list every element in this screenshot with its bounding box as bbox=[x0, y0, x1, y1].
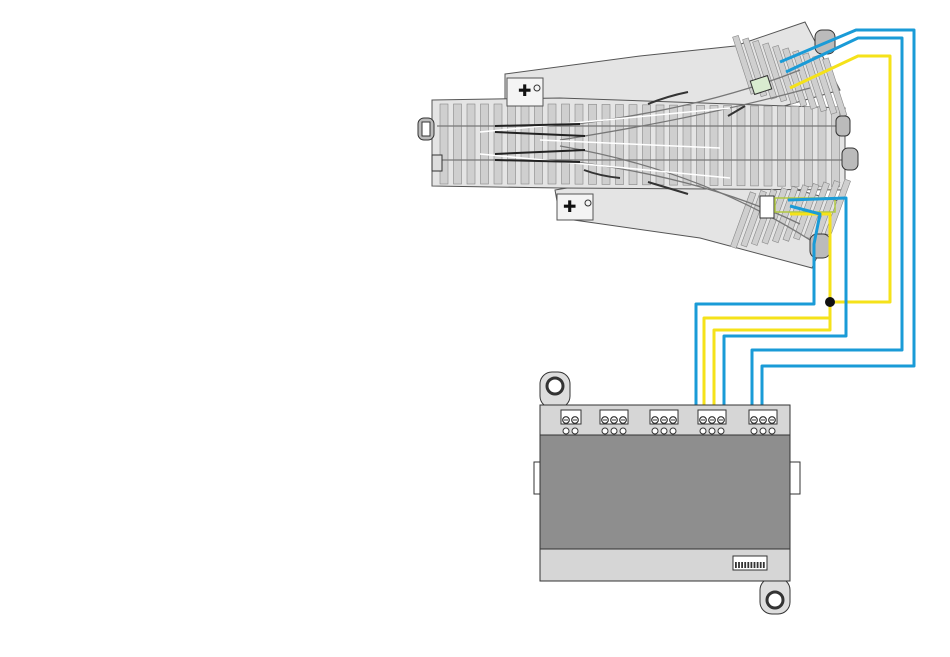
manual-lever-upper: ✚ bbox=[507, 78, 543, 106]
junction-node bbox=[825, 297, 835, 307]
terminal-hole bbox=[652, 428, 658, 434]
terminal-hole bbox=[769, 428, 775, 434]
sleeper bbox=[805, 106, 813, 186]
sleeper bbox=[535, 104, 543, 184]
mount-tab-bottom bbox=[760, 578, 790, 614]
terminal-hole bbox=[760, 428, 766, 434]
dip-switch-slot bbox=[735, 562, 737, 568]
sleeper bbox=[562, 104, 570, 184]
dip-switch bbox=[733, 556, 767, 570]
sleeper bbox=[481, 104, 489, 184]
sleeper bbox=[494, 104, 502, 184]
dip-switch-slot bbox=[763, 562, 765, 568]
terminal-block-5 bbox=[749, 410, 777, 434]
terminal-hole bbox=[670, 428, 676, 434]
sleeper bbox=[751, 106, 759, 186]
dip-switch-slot bbox=[751, 562, 753, 568]
sleeper bbox=[697, 105, 705, 185]
decoder-body bbox=[540, 435, 790, 549]
sleeper bbox=[724, 106, 732, 186]
svg-text:✚: ✚ bbox=[563, 197, 576, 216]
sleeper bbox=[737, 106, 745, 186]
sleeper bbox=[778, 106, 786, 186]
manual-lever-lower: ✚ bbox=[557, 194, 593, 220]
terminal-hole bbox=[661, 428, 667, 434]
sleeper bbox=[440, 104, 448, 184]
switch-decoder-module bbox=[534, 372, 800, 614]
sleeper bbox=[508, 104, 516, 184]
dip-switch-slot bbox=[744, 562, 746, 568]
svg-text:✚: ✚ bbox=[518, 81, 531, 100]
terminal-hole bbox=[563, 428, 569, 434]
terminal-hole bbox=[611, 428, 617, 434]
sleeper bbox=[454, 104, 462, 184]
terminal-hole bbox=[620, 428, 626, 434]
mount-tab-top bbox=[540, 372, 570, 408]
dip-switch-slot bbox=[754, 562, 756, 568]
sleeper bbox=[791, 106, 799, 186]
dip-switch-slot bbox=[738, 562, 740, 568]
dip-switch-slot bbox=[760, 562, 762, 568]
sleeper bbox=[818, 107, 826, 187]
sleeper bbox=[575, 104, 583, 184]
dip-switch-slot bbox=[757, 562, 759, 568]
three-way-turnout-track: ✚ ✚ bbox=[418, 22, 858, 268]
sleeper bbox=[548, 104, 556, 184]
terminal-block-2 bbox=[600, 410, 628, 434]
terminal-hole bbox=[718, 428, 724, 434]
dip-switch-slot bbox=[741, 562, 743, 568]
terminal-hole bbox=[700, 428, 706, 434]
sleeper bbox=[467, 104, 475, 184]
terminal-block-3 bbox=[650, 410, 678, 434]
terminal-hole bbox=[751, 428, 757, 434]
sleeper bbox=[764, 106, 772, 186]
terminal-hole bbox=[572, 428, 578, 434]
sleeper bbox=[616, 105, 624, 185]
terminal-hole bbox=[709, 428, 715, 434]
terminal-hole bbox=[602, 428, 608, 434]
sleeper bbox=[602, 104, 610, 184]
sleeper bbox=[710, 106, 718, 186]
sleeper bbox=[521, 104, 529, 184]
terminal-block-4 bbox=[698, 410, 726, 434]
dip-switch-slot bbox=[747, 562, 749, 568]
